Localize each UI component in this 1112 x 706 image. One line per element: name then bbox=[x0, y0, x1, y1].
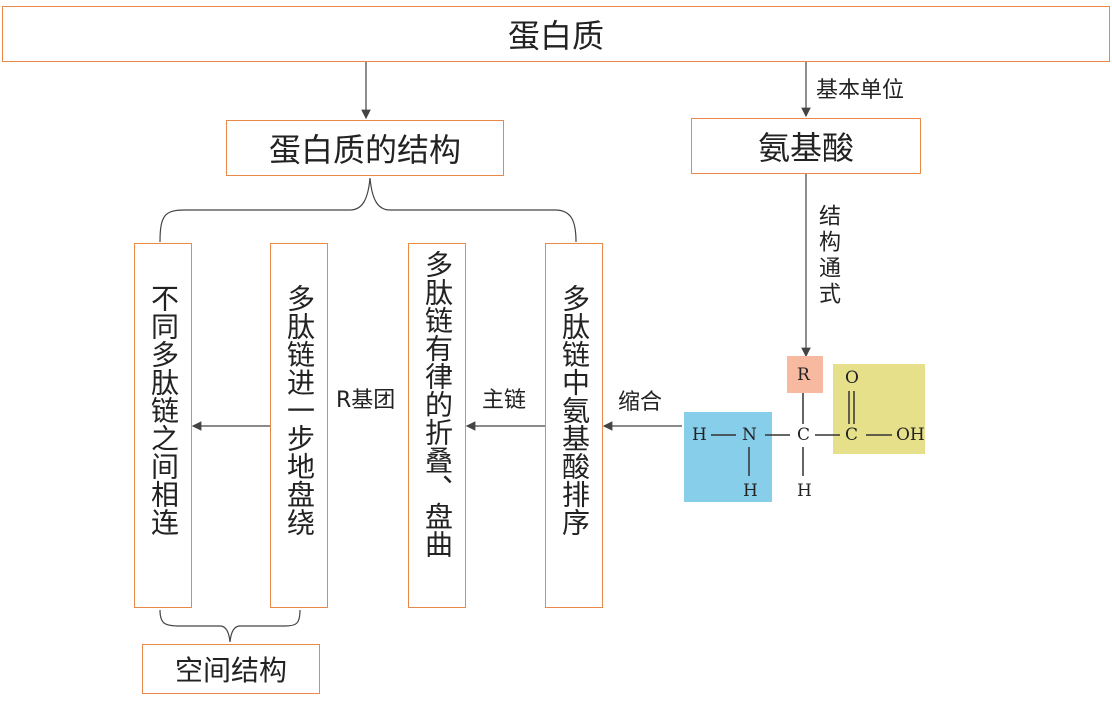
level-quaternary-box: 不同多肽链之间相连 bbox=[134, 243, 192, 608]
spatial-brace bbox=[159, 609, 301, 643]
r-group-highlight bbox=[787, 356, 823, 393]
level-tertiary-box: 多肽链进一步地盘绕 bbox=[270, 243, 328, 608]
spatial-structure-box: 空间结构 bbox=[142, 644, 320, 694]
formula-label: 结构通式 bbox=[815, 204, 840, 308]
protein-title-box: 蛋白质 bbox=[2, 6, 1110, 62]
formula-oh: OH bbox=[896, 425, 925, 445]
formula-r: R bbox=[797, 365, 810, 385]
r-group-label: R基团 bbox=[336, 388, 396, 413]
formula-h-under-c: H bbox=[797, 481, 812, 501]
level-secondary-box: 多肽链有律的折叠、盘曲 bbox=[408, 243, 466, 608]
structure-brace bbox=[159, 177, 577, 243]
basic-unit-label: 基本单位 bbox=[816, 78, 905, 103]
formula-h-under-n: H bbox=[743, 481, 758, 501]
amino-acid-label: 氨基酸 bbox=[757, 129, 854, 167]
formula-c-alpha: C bbox=[797, 425, 811, 445]
formula-h-left: H bbox=[692, 425, 707, 445]
protein-title: 蛋白质 bbox=[507, 17, 604, 55]
protein-structure-box: 蛋白质的结构 bbox=[226, 120, 504, 176]
level-quaternary-text: 不同多肽链之间相连 bbox=[147, 284, 180, 536]
protein-structure-label: 蛋白质的结构 bbox=[268, 131, 461, 169]
amino-group-highlight bbox=[684, 412, 772, 502]
spatial-structure-label: 空间结构 bbox=[174, 654, 287, 687]
condense-label: 缩合 bbox=[618, 390, 663, 415]
amino-acid-box: 氨基酸 bbox=[691, 118, 921, 174]
main-chain-label: 主链 bbox=[482, 388, 527, 413]
formula-n: N bbox=[742, 425, 757, 445]
formula-c-carboxyl: C bbox=[845, 425, 859, 445]
level-primary-box: 多肽链中氨基酸排序 bbox=[545, 243, 603, 608]
formula-o: O bbox=[845, 368, 859, 388]
level-tertiary-text: 多肽链进一步地盘绕 bbox=[283, 284, 316, 536]
level-secondary-text: 多肽链有律的折叠、盘曲 bbox=[421, 250, 454, 558]
level-primary-text: 多肽链中氨基酸排序 bbox=[558, 284, 591, 536]
